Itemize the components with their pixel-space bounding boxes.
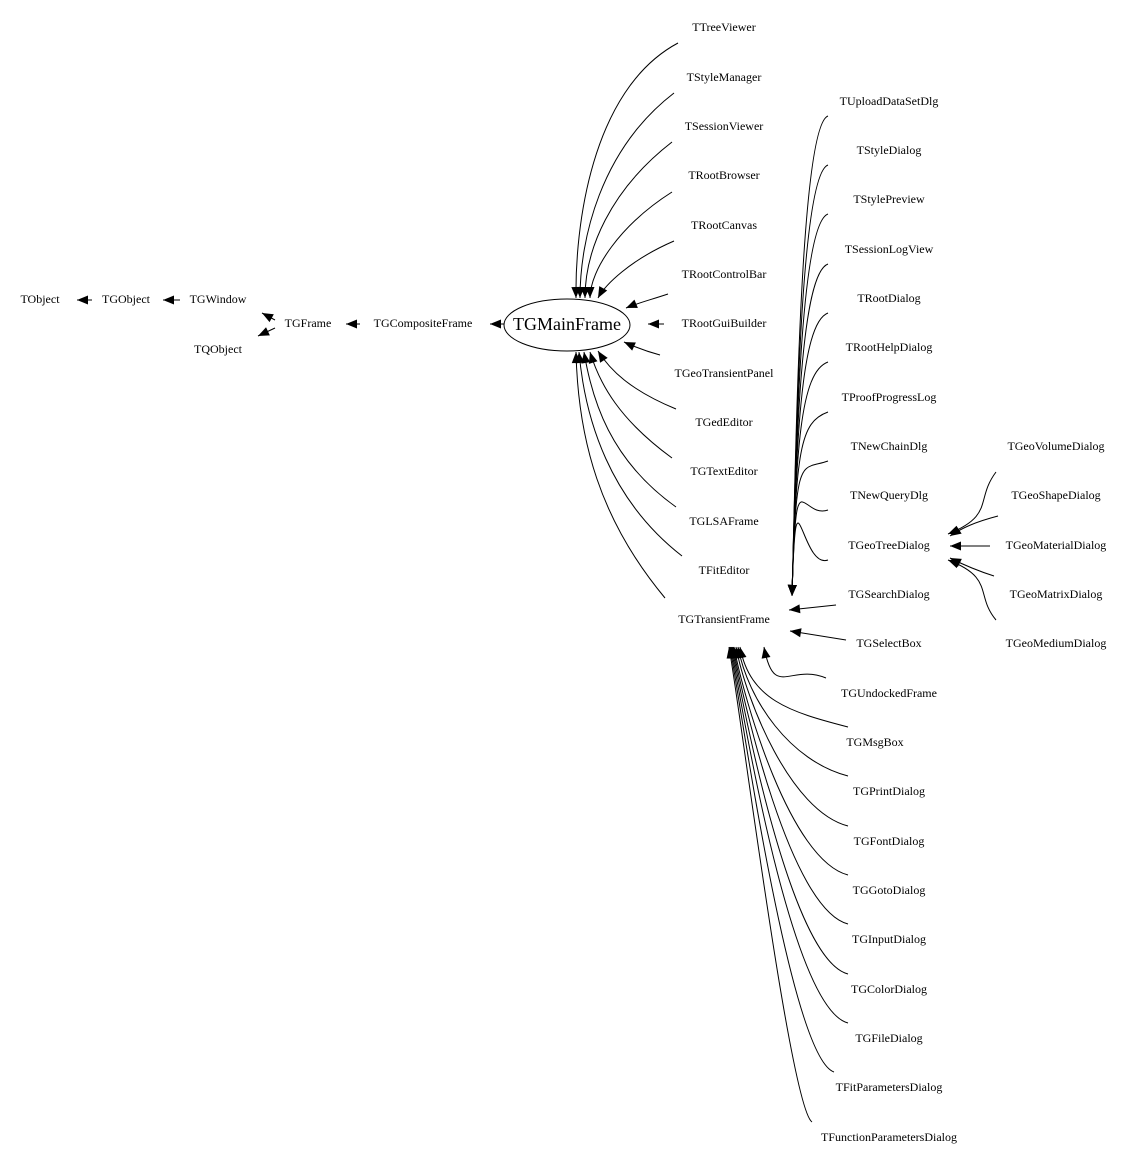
node-t-root-browser: TRootBrowser [688, 168, 759, 182]
node-t-style-manager: TStyleManager [687, 70, 762, 84]
node-t-g-search-dialog: TGSearchDialog [848, 587, 929, 601]
edge-t-g-color-dialog-tgtransientframe [731, 646, 849, 975]
edge-t-geo-shape-dialog-tgeotreedialog-arrowhead [950, 526, 962, 536]
edge-t-root-dialog-tgtransientframe [791, 312, 829, 597]
edge-t-ged-editor-tgmainframe-arrowhead [598, 351, 608, 363]
edge-t-fit-parameters-dialog-tgtransientframe [729, 646, 835, 1073]
edge-t-root-canvas-tgmainframe-arrowhead [598, 286, 608, 298]
node-t-geo-transient-panel: TGeoTransientPanel [675, 366, 775, 380]
node-t-g-frame: TGFrame [285, 316, 332, 330]
node-t-g-print-dialog: TGPrintDialog [853, 784, 925, 798]
node-t-g-font-dialog: TGFontDialog [854, 834, 925, 848]
node-t-ged-editor: TGedEditor [695, 415, 752, 429]
node-t-g-main-frame: TGMainFrame [513, 314, 621, 334]
edge-tgmainframe-tgcompositeframe-arrowhead [490, 319, 501, 329]
edge-t-g-text-editor-tgmainframe [589, 351, 673, 459]
node-t-upload-data-set-dlg: TUploadDataSetDlg [840, 94, 939, 108]
node-t-function-parameters-dialog: TFunctionParametersDialog [821, 1130, 957, 1144]
edge-t-g-undocked-frame-tgtransientframe [763, 646, 827, 679]
edge-t-root-gui-builder-tgmainframe-arrowhead [648, 319, 659, 329]
node-t-g-input-dialog: TGInputDialog [852, 932, 926, 946]
edge-tgobject-tobject-arrowhead [77, 295, 88, 305]
edge-t-geo-medium-dialog-tgeotreedialog-arrowhead [948, 559, 960, 569]
edge-tgcompositeframe-tgframe-arrowhead [346, 319, 357, 329]
node-t-q-object: TQObject [194, 342, 243, 356]
edge-t-function-parameters-dialog-tgtransientframe [728, 646, 813, 1123]
node-t-geo-volume-dialog: TGeoVolumeDialog [1007, 439, 1104, 453]
edge-t-g-file-dialog-tgtransientframe [730, 646, 849, 1024]
node-t-g-window: TGWindow [190, 292, 247, 306]
node-t-session-viewer: TSessionViewer [685, 119, 764, 133]
edge-t-root-control-bar-tgmainframe-arrowhead [626, 299, 638, 308]
edge-tgtransientframe-tgmainframe-arrowhead [571, 352, 581, 364]
edge-t-tree-viewer-tgmainframe [575, 42, 679, 299]
node-t-root-dialog: TRootDialog [857, 291, 920, 305]
edge-t-root-browser-tgmainframe-arrowhead [585, 287, 595, 298]
edge-t-g-select-box-tgtransientframe-arrowhead [790, 628, 802, 638]
edge-t-geo-transient-panel-tgmainframe-arrowhead [624, 342, 636, 351]
node-t-geo-material-dialog: TGeoMaterialDialog [1006, 538, 1107, 552]
node-t-g-select-box: TGSelectBox [856, 636, 921, 650]
node-t-session-log-view: TSessionLogView [845, 242, 934, 256]
edge-t-g-goto-dialog-tgtransientframe [733, 646, 849, 876]
edge-t-g-l-s-a-frame-tgmainframe [583, 351, 677, 508]
edge-t-ged-editor-tgmainframe [597, 350, 677, 410]
node-t-g-msg-box: TGMsgBox [846, 735, 903, 749]
node-t-g-l-s-a-frame: TGLSAFrame [689, 514, 758, 528]
node-t-g-color-dialog: TGColorDialog [851, 982, 927, 996]
node-t-g-undocked-frame: TGUndockedFrame [841, 686, 937, 700]
node-t-g-transient-frame: TGTransientFrame [678, 612, 770, 626]
edge-tgframe-tqobject-arrowhead [258, 327, 270, 336]
node-t-object: TObject [20, 292, 60, 306]
edge-t-function-parameters-dialog-tgtransientframe-arrowhead [726, 647, 736, 659]
node-t-root-gui-builder: TRootGuiBuilder [682, 316, 767, 330]
node-t-new-query-dlg: TNewQueryDlg [850, 488, 928, 502]
node-t-root-canvas: TRootCanvas [691, 218, 757, 232]
node-t-fit-editor: TFitEditor [699, 563, 750, 577]
node-t-g-file-dialog: TGFileDialog [855, 1031, 922, 1045]
node-t-style-preview: TStylePreview [853, 192, 925, 206]
node-t-tree-viewer: TTreeViewer [692, 20, 755, 34]
node-t-geo-medium-dialog: TGeoMediumDialog [1006, 636, 1107, 650]
edge-t-g-l-s-a-frame-tgmainframe-arrowhead [581, 352, 591, 364]
node-t-style-dialog: TStyleDialog [857, 143, 922, 157]
main-node-ellipse [503, 298, 631, 352]
edge-t-g-undocked-frame-tgtransientframe-arrowhead [761, 647, 771, 659]
node-t-geo-tree-dialog: TGeoTreeDialog [848, 538, 930, 552]
node-t-geo-matrix-dialog: TGeoMatrixDialog [1010, 587, 1103, 601]
edge-tgframe-tgwindow-arrowhead [262, 313, 274, 323]
edge-t-geo-volume-dialog-tgeotreedialog [947, 471, 997, 535]
edge-t-g-font-dialog-tgtransientframe [735, 646, 849, 827]
edge-t-g-input-dialog-tgtransientframe [732, 646, 849, 925]
edges [77, 42, 999, 1123]
edge-t-fit-editor-tgmainframe [578, 351, 683, 557]
edge-t-g-text-editor-tgmainframe-arrowhead [588, 352, 598, 364]
node-t-g-object: TGObject [102, 292, 151, 306]
node-t-proof-progress-log: TProofProgressLog [842, 390, 937, 404]
node-t-geo-shape-dialog: TGeoShapeDialog [1011, 488, 1100, 502]
edge-tgtransientframe-tgmainframe [575, 351, 666, 599]
edge-t-geo-tree-dialog-tgtransientframe [791, 522, 829, 597]
edge-t-g-search-dialog-tgtransientframe-arrowhead [789, 604, 801, 614]
node-t-new-chain-dlg: TNewChainDlg [851, 439, 928, 453]
edge-t-geo-tree-dialog-tgtransientframe-arrowhead [787, 584, 797, 596]
node-t-fit-parameters-dialog: TFitParametersDialog [836, 1080, 943, 1094]
nodes: TGMainFrame TObject TGObject TGWindowTGFram… [20, 20, 1106, 1144]
edge-t-geo-medium-dialog-tgeotreedialog [947, 559, 997, 621]
node-t-g-text-editor: TGTextEditor [690, 464, 757, 478]
node-t-g-composite-frame: TGCompositeFrame [374, 316, 473, 330]
edge-t-geo-material-dialog-tgeotreedialog-arrowhead [950, 541, 961, 551]
edge-t-new-query-dlg-tgtransientframe [791, 501, 829, 597]
edge-t-g-msg-box-tgtransientframe [739, 646, 849, 728]
edge-t-session-viewer-tgmainframe [584, 141, 673, 299]
node-t-root-control-bar: TRootControlBar [682, 267, 767, 281]
node-t-g-goto-dialog: TGGotoDialog [853, 883, 926, 897]
edge-tgwindow-tgobject-arrowhead [163, 295, 174, 305]
edge-t-root-browser-tgmainframe [589, 191, 673, 299]
edge-t-g-print-dialog-tgtransientframe [737, 646, 849, 777]
edge-t-style-dialog-tgtransientframe [791, 164, 829, 597]
edge-t-style-manager-tgmainframe [579, 92, 675, 299]
node-t-root-help-dialog: TRootHelpDialog [846, 340, 933, 354]
